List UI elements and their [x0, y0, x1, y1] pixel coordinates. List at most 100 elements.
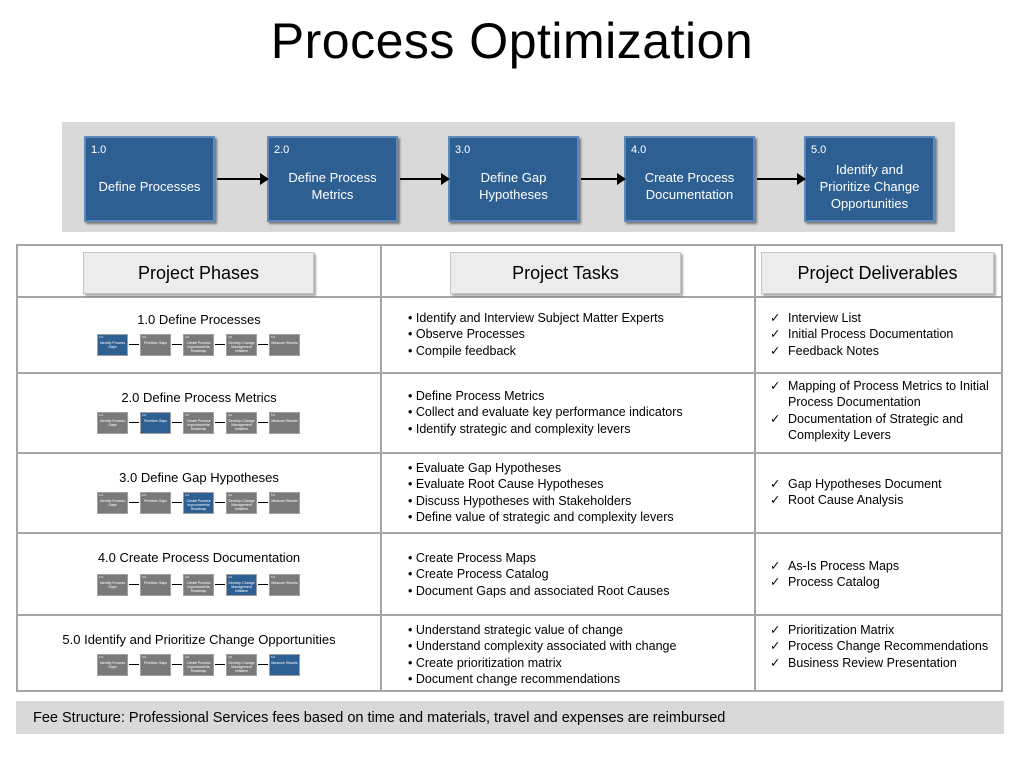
mini-step-number: 3.0 — [185, 655, 190, 659]
deliverable-list: ✓As-Is Process Maps✓Process Catalog — [768, 558, 993, 591]
mini-step-label: Develop Change Management Initiative — [228, 419, 255, 431]
task-item: Define value of strategic and complexity… — [408, 509, 674, 525]
mini-arrow-icon — [258, 502, 268, 503]
task-item: Evaluate Root Cause Hypotheses — [408, 476, 674, 492]
flow-step-1: 1.0 Define Processes — [84, 136, 215, 222]
mini-arrow-icon — [215, 664, 225, 665]
mini-arrow-icon — [172, 344, 182, 345]
mini-step-number: 4.0 — [228, 335, 233, 339]
table-divider — [380, 244, 382, 692]
deliverable-text: Business Review Presentation — [788, 655, 957, 670]
checkmark-icon: ✓ — [770, 493, 781, 508]
page-title: Process Optimization — [270, 13, 754, 69]
mini-step-number: 5.0 — [271, 493, 276, 497]
table-divider — [16, 296, 1003, 298]
mini-step-label: Prioritize Gaps — [144, 419, 167, 423]
task-item: Document change recommendations — [408, 671, 676, 687]
phase-title: 4.0 Create Process Documentation — [97, 550, 301, 565]
deliverable-item: ✓Prioritization Matrix — [768, 622, 993, 638]
mini-step-number: 3.0 — [185, 575, 190, 579]
phases-table — [16, 244, 1003, 692]
mini-step-number: 5.0 — [271, 335, 276, 339]
checkmark-icon: ✓ — [770, 327, 781, 342]
task-item: Evaluate Gap Hypotheses — [408, 460, 674, 476]
deliverable-item: ✓Feedback Notes — [768, 343, 993, 359]
flow-arrow-icon — [400, 173, 450, 185]
mini-step-number: 5.0 — [271, 413, 276, 417]
task-list: Identify and Interview Subject Matter Ex… — [408, 310, 664, 359]
task-item: Create prioritization matrix — [408, 655, 676, 671]
mini-step-label: Measure Results — [271, 419, 298, 423]
mini-step-number: 1.0 — [99, 575, 104, 579]
checkmark-icon: ✓ — [770, 311, 781, 325]
deliverable-item: ✓Documentation of Strategic and Complexi… — [768, 411, 993, 444]
flow-step-label: Define Process Metrics — [288, 170, 377, 202]
table-divider — [754, 244, 756, 692]
task-list: Create Process MapsCreate Process Catalo… — [408, 550, 670, 599]
deliverable-item: ✓ Initial Process Documentation — [768, 326, 993, 342]
deliverable-text: Root Cause Analysis — [788, 493, 904, 508]
mini-step-number: 2.0 — [142, 655, 147, 659]
mini-step-label: Create Process Improvements Roadmap — [186, 341, 211, 353]
task-item: Observe Processes — [408, 326, 664, 342]
mini-step-label: Create Process Improvements Roadmap — [186, 419, 211, 431]
mini-step-label: Identify Process Gaps — [100, 341, 125, 349]
phase-title: 5.0 Identify and Prioritize Change Oppor… — [62, 632, 336, 647]
mini-step-label: Identify Process Gaps — [100, 661, 125, 669]
deliverable-text: Initial Process Documentation — [788, 327, 954, 342]
mini-step-label: Develop Change Management Initiative — [228, 341, 255, 353]
deliverable-item: ✓Interview List — [768, 310, 993, 326]
checkmark-icon: ✓ — [770, 477, 781, 491]
task-item: Collect and evaluate key performance ind… — [408, 404, 683, 420]
flow-step-label: Create Process Documentation — [644, 170, 735, 202]
flow-step-number: 4.0 — [631, 144, 647, 156]
flow-step-2: 2.0 Define Process Metrics — [267, 136, 398, 222]
deliverable-item: ✓As-Is Process Maps — [768, 558, 993, 574]
mini-arrow-icon — [129, 584, 139, 585]
task-item: Identify and Interview Subject Matter Ex… — [408, 310, 664, 326]
mini-step-number: 5.0 — [271, 655, 276, 659]
mini-step-label: Prioritize Gaps — [144, 581, 167, 585]
mini-step-number: 1.0 — [99, 413, 104, 417]
checkmark-icon: ✓ — [770, 559, 781, 573]
mini-arrow-icon — [129, 664, 139, 665]
flow-step-4: 4.0 Create Process Documentation — [624, 136, 755, 222]
mini-step-number: 2.0 — [142, 413, 147, 417]
header-project-tasks: Project Tasks — [450, 252, 681, 294]
mini-arrow-icon — [129, 502, 139, 503]
task-list: Understand strategic value of changeUnde… — [408, 622, 677, 687]
mini-step-label: Measure Results — [271, 341, 298, 345]
mini-arrow-icon — [172, 422, 182, 423]
flow-step-label: Define Gap Hypotheses — [479, 170, 548, 202]
mini-step-number: 2.0 — [142, 335, 147, 339]
mini-step-label: Create Process Improvements Roadmap — [186, 499, 211, 511]
mini-arrow-icon — [129, 422, 139, 423]
task-item: Document Gaps and associated Root Causes — [408, 583, 670, 599]
flow-step-5: 5.0 Identify and Prioritize Change Oppor… — [804, 136, 935, 222]
deliverable-item: ✓Gap Hypotheses Document — [768, 476, 993, 492]
table-divider — [16, 532, 1003, 534]
task-item: Create Process Maps — [408, 550, 669, 566]
deliverable-item: ✓Process Catalog — [768, 574, 993, 590]
mini-arrow-icon — [172, 584, 182, 585]
header-project-deliverables: Project Deliverables — [761, 252, 994, 294]
checkmark-icon: ✓ — [770, 623, 781, 637]
mini-arrow-icon — [215, 584, 225, 585]
mini-step-number: 3.0 — [185, 335, 190, 339]
